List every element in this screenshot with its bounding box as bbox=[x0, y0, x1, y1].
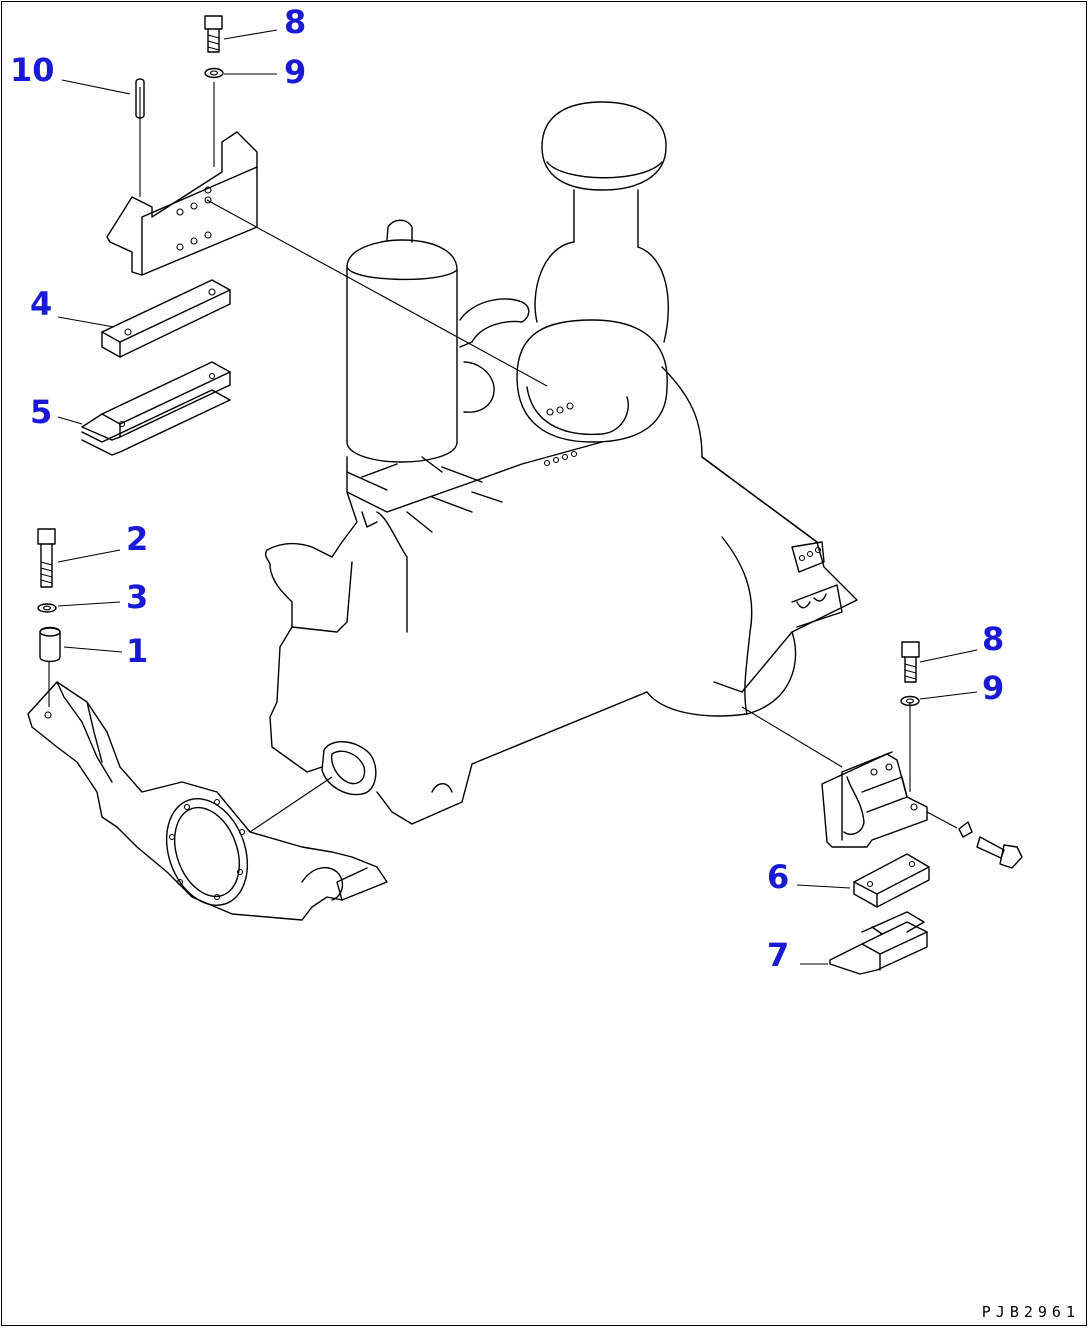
bolt-top-right bbox=[901, 641, 920, 683]
side-bolt bbox=[976, 836, 1023, 869]
washer-top-left bbox=[204, 67, 224, 79]
callout-9-top: 9 bbox=[284, 53, 307, 91]
callout-2: 2 bbox=[126, 520, 149, 558]
callout-6: 6 bbox=[767, 858, 790, 896]
callout-8-top: 8 bbox=[284, 3, 307, 41]
shim-7 bbox=[829, 911, 928, 975]
engine-assembly bbox=[206, 101, 858, 825]
leader-lines bbox=[57, 29, 978, 965]
callout-7: 7 bbox=[767, 936, 790, 974]
callout-9-right: 9 bbox=[982, 669, 1005, 707]
stopper-pin bbox=[135, 78, 145, 119]
callout-3: 3 bbox=[126, 578, 149, 616]
callout-5: 5 bbox=[30, 393, 53, 431]
front-mount-bracket-top bbox=[106, 82, 258, 276]
shim-5 bbox=[81, 361, 231, 456]
callout-1: 1 bbox=[126, 632, 149, 670]
rear-mount-bracket bbox=[741, 702, 958, 848]
spacer-plate-6 bbox=[853, 853, 930, 908]
spacer-plate-4 bbox=[101, 279, 231, 358]
washer-top-right bbox=[900, 695, 920, 707]
callout-4: 4 bbox=[30, 285, 53, 323]
drawing-code: PJB2961 bbox=[981, 1303, 1080, 1321]
bushing-1 bbox=[39, 626, 61, 707]
callout-8-right: 8 bbox=[982, 620, 1005, 658]
washer-3 bbox=[37, 603, 57, 613]
front-support-arm bbox=[27, 681, 388, 921]
side-washer bbox=[958, 821, 973, 838]
callout-10: 10 bbox=[10, 51, 55, 89]
bolt-top-left bbox=[204, 15, 223, 53]
bolt-2 bbox=[37, 528, 56, 588]
